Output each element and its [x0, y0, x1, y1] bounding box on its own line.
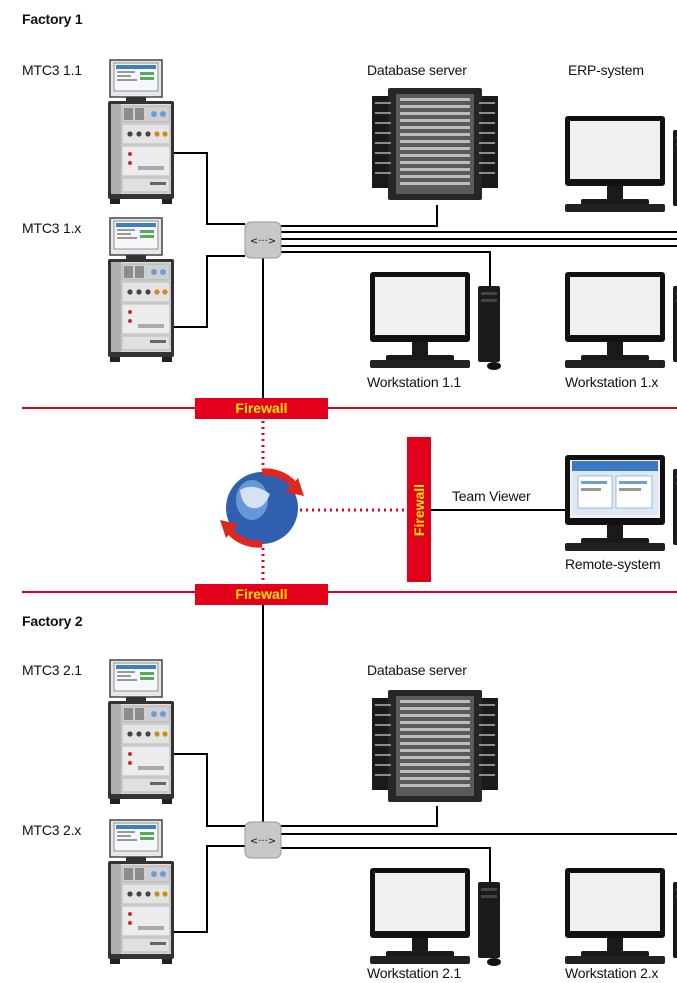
internet-globe-icon [220, 468, 304, 548]
factory1-wiring [174, 152, 677, 400]
mtc3-1-1-system [107, 59, 175, 205]
workstation-1-x-label: Workstation 1.x [565, 374, 659, 390]
factory2-wiring [174, 603, 677, 933]
erp-system-label: ERP-system [568, 62, 644, 78]
erp-system-computer [565, 116, 677, 214]
factory1-title: Factory 1 [22, 11, 83, 27]
firewall-2: Firewall [195, 584, 328, 605]
database-server-1-label: Database server [367, 62, 467, 78]
network-switch-1 [244, 221, 282, 259]
remote-system-label: Remote-system [565, 556, 661, 572]
workstation-2-1-computer [370, 868, 501, 966]
firewall-vertical: Firewall [407, 437, 431, 582]
internet-connections [261, 421, 407, 582]
team-viewer-label: Team Viewer [452, 488, 531, 504]
mtc3-2-1-label: MTC3 2.1 [22, 662, 82, 678]
database-server-2 [372, 690, 498, 802]
mtc3-1-1-label: MTC3 1.1 [22, 62, 82, 78]
remote-system-computer [565, 455, 677, 553]
mtc3-1-x-system [107, 217, 175, 363]
factory2-title: Factory 2 [22, 613, 83, 629]
workstation-1-1-computer [370, 272, 501, 370]
workstation-2-x-label: Workstation 2.x [565, 965, 659, 981]
workstation-1-x-computer [565, 272, 677, 370]
workstation-1-1-label: Workstation 1.1 [367, 374, 462, 390]
mtc3-2-x-system [107, 819, 175, 965]
network-switch-2 [244, 821, 282, 859]
mtc3-2-1-system [107, 659, 175, 805]
workstation-2-1-label: Workstation 2.1 [367, 965, 462, 981]
mtc3-2-x-label: MTC3 2.x [22, 822, 82, 838]
database-server-1 [372, 88, 498, 200]
workstation-2-x-computer [565, 868, 677, 966]
firewall-vertical-label: Firewall [411, 483, 427, 536]
firewall-1: Firewall [195, 398, 328, 419]
database-server-2-label: Database server [367, 662, 467, 678]
mtc3-1-x-label: MTC3 1.x [22, 220, 82, 236]
